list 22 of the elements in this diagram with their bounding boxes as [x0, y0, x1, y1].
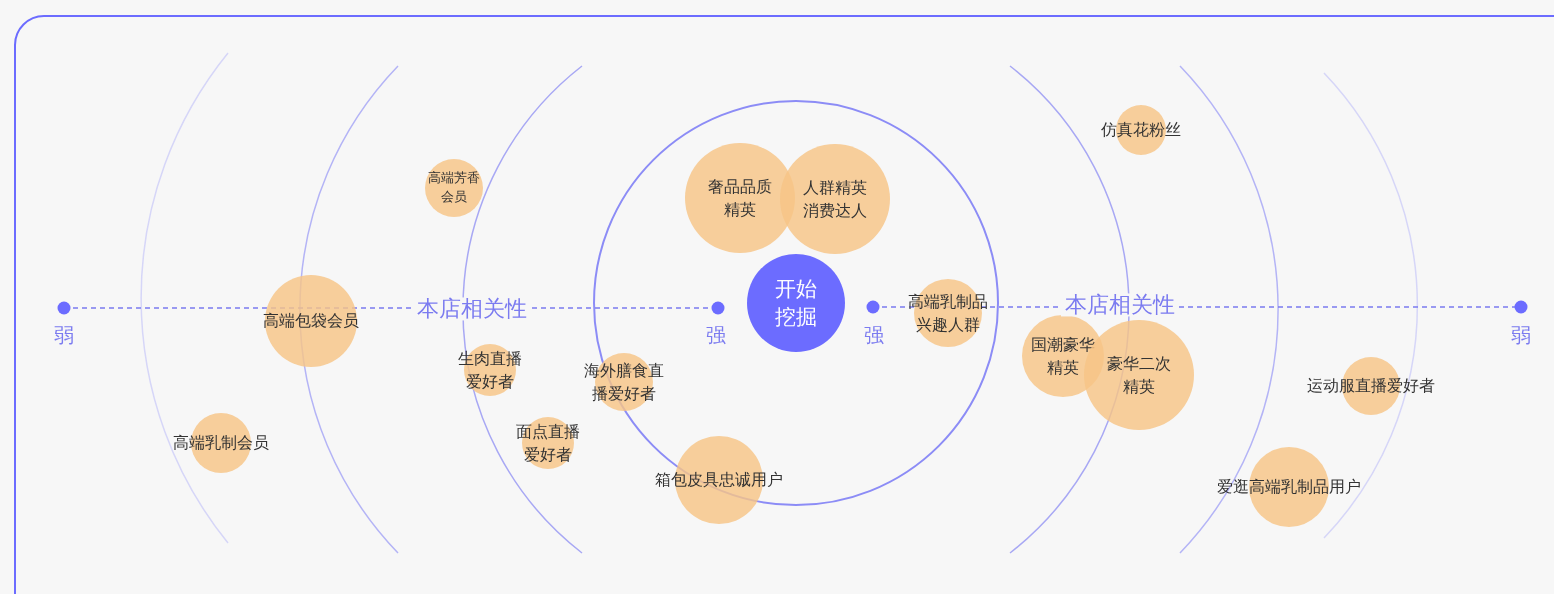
bubble-label: 海外膳食直播爱好者: [583, 359, 665, 405]
axis-end-label: 强: [864, 321, 884, 349]
bubble-label: 生肉直播爱好者: [457, 347, 523, 393]
bubble-label: 高端乳制品兴趣人群: [907, 290, 989, 336]
bubble-label: 箱包皮具忠诚用户: [654, 469, 784, 492]
start-label: 开始挖掘: [774, 275, 818, 331]
bubble-label: 高端包袋会员: [262, 310, 360, 333]
axis-end-label: 弱: [54, 321, 74, 349]
bubble-label: 仿真花粉丝: [1100, 119, 1182, 142]
bubble-label: 奢品品质精英: [707, 175, 773, 221]
bubble-label: 国潮豪华精英: [1030, 333, 1096, 379]
bubble: [425, 159, 483, 217]
bubble-label: 人群精英消费达人: [802, 176, 868, 222]
bubble-label: 面点直播爱好者: [515, 420, 581, 466]
bubble-label: 高端芳香会员: [427, 169, 481, 206]
axis-end-label: 强: [706, 321, 726, 349]
bubble-label: 高端乳制会员: [172, 432, 270, 455]
axis-end-label: 弱: [1511, 321, 1531, 349]
bubble-label: 豪华二次精英: [1106, 352, 1172, 398]
axis-title: 本店相关性: [413, 297, 531, 321]
bubble-label: 运动服直播爱好者: [1306, 375, 1436, 398]
bubble-label: 爱逛高端乳制品用户: [1216, 476, 1362, 499]
